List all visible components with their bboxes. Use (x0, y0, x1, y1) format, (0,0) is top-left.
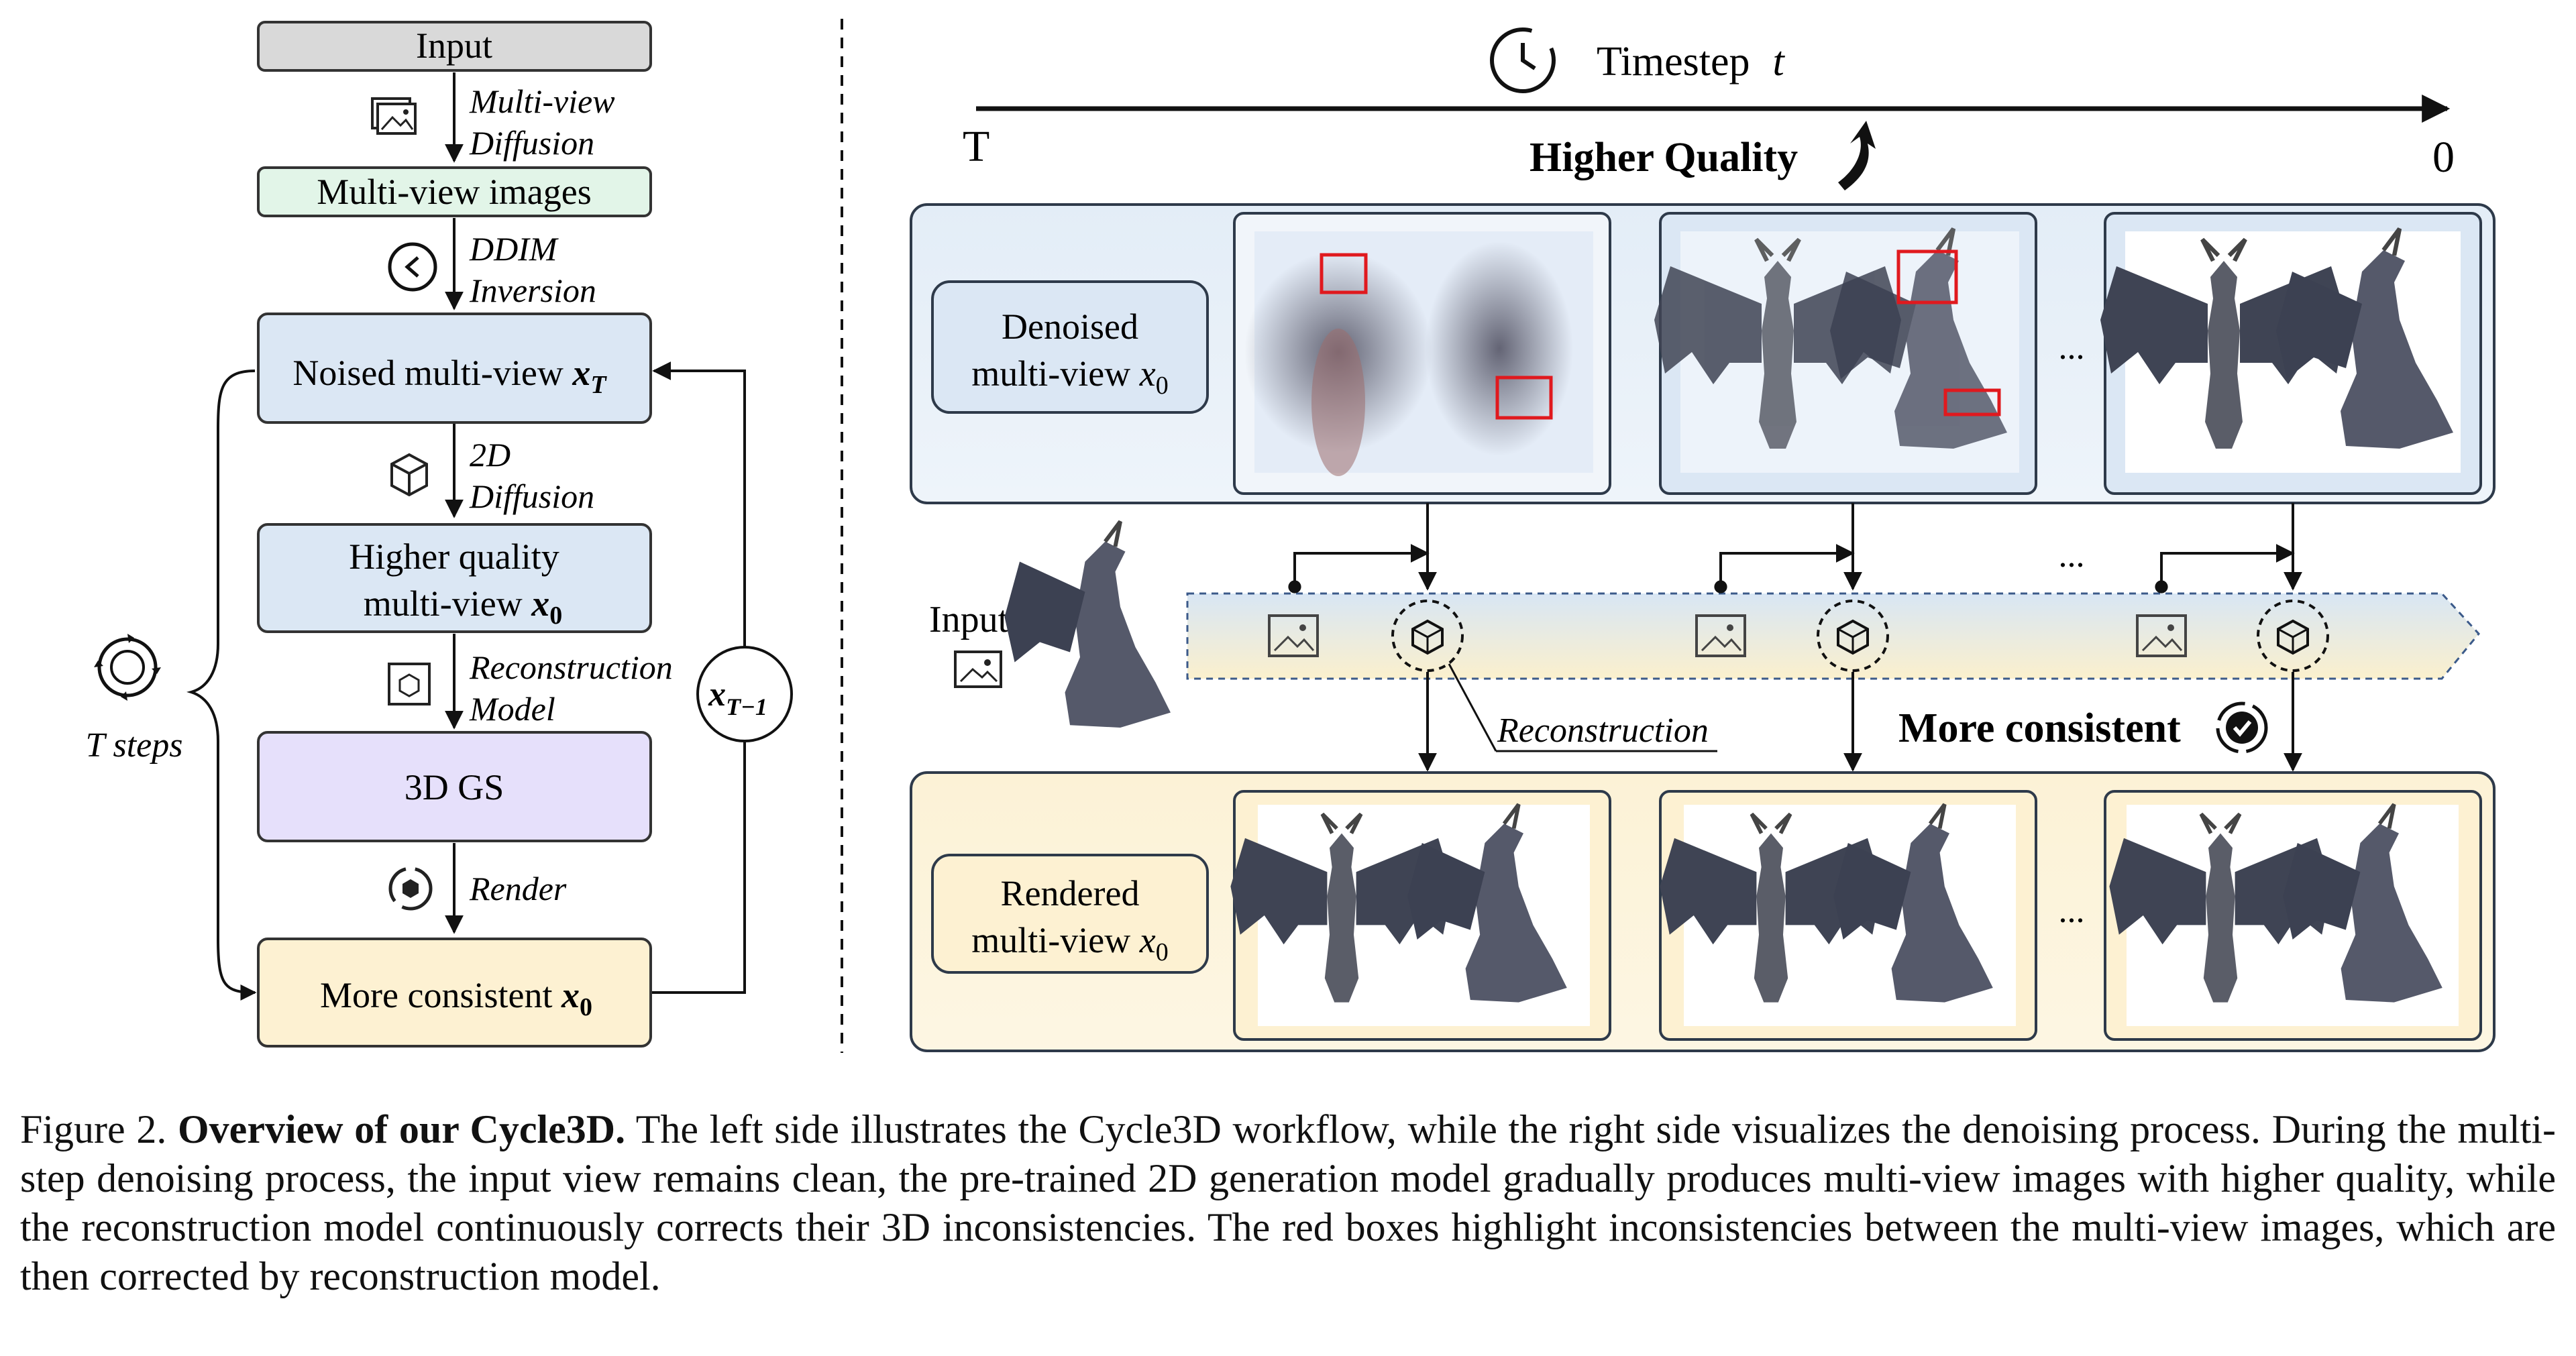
recon-model-label-1: Reconstruction (469, 648, 673, 686)
more-consistent-banner: More consistent (1898, 705, 2181, 751)
reconstruction-callout-line (1448, 663, 1497, 752)
input-label: Input (929, 599, 1009, 640)
red-highlight (1943, 388, 2001, 416)
mv-diffusion-label-1: Multi-view (469, 82, 615, 120)
higher-quality-banner: Higher Quality (1529, 135, 1798, 180)
ellipsis: ... (2059, 892, 2085, 930)
reconstruction-label: Reconstruction (1497, 712, 1709, 750)
rendered-image-3 (2104, 790, 2482, 1041)
noised-label: Noised multi-view xT (292, 353, 607, 399)
image-icon (954, 651, 1002, 688)
image-icon (1695, 614, 1746, 657)
clock-icon (1490, 27, 1556, 93)
input-box (257, 21, 652, 72)
check-badge-icon (2216, 701, 2268, 754)
up-arrow-icon (1838, 121, 1876, 190)
t-steps-label: T steps (86, 726, 183, 765)
ddim-label-1: DDIM (469, 230, 559, 268)
reconstruction-icon (1391, 600, 1464, 672)
reconstruction-icon (1817, 600, 1889, 672)
noised-box (257, 313, 652, 424)
input-dragon-image (1005, 522, 1171, 728)
ellipsis: ... (2059, 329, 2085, 367)
rendered-label-box (931, 854, 1209, 974)
rendered-image-1 (1230, 790, 1611, 1041)
timestep-end-label: 0 (2432, 133, 2455, 182)
cycle-icon (94, 634, 161, 701)
mv-images-box (257, 166, 652, 217)
reconstruction-icon (2257, 600, 2329, 672)
diffusion2d-label-1: 2D (470, 436, 511, 473)
recon-model-label-2: Model (469, 690, 555, 728)
rewind-icon (388, 242, 437, 292)
denoised-label-box (931, 280, 1209, 414)
ddim-label-2: Inversion (469, 272, 596, 309)
gs-box (257, 731, 652, 842)
image-icon (371, 97, 417, 135)
timestep-start-label: T (963, 122, 989, 171)
rendered-image-2 (1660, 790, 2037, 1041)
mv-diffusion-label-2: Diffusion (469, 124, 594, 162)
red-highlight (1320, 253, 1368, 294)
rendered-label-1: Rendered (1001, 873, 1140, 913)
render-label: Render (469, 870, 567, 907)
denoised-label-1: Denoised (1002, 306, 1138, 347)
workflow-panel: Input Multi-view Diffusion Multi-view im… (86, 21, 793, 1048)
more-consistent-box (257, 938, 652, 1048)
denoised-image-2 (1654, 212, 2037, 495)
higher-quality-label-1: Higher quality (349, 536, 559, 577)
caption-body: The left side illustrates the Cycle3D wo… (20, 1107, 2556, 1298)
denoised-image-1 (1233, 212, 1611, 495)
red-highlight (1495, 376, 1553, 420)
cube-icon (390, 453, 428, 497)
image-icon (2136, 614, 2187, 657)
caption-title: Overview of our Cycle3D. (178, 1107, 626, 1151)
mv-images-label: Multi-view images (317, 172, 591, 212)
denoised-image-3 (2100, 212, 2482, 495)
more-consistent-label: More consistent x0 (320, 975, 592, 1021)
loop-variable-label: xT−1 (708, 675, 767, 720)
higher-quality-box (257, 523, 652, 633)
diffusion2d-label-2: Diffusion (469, 477, 594, 515)
gs-label: 3D GS (405, 767, 504, 807)
red-highlight (1896, 249, 1958, 304)
input-label: Input (416, 25, 492, 66)
t-steps-bracket (186, 370, 257, 1001)
caption-prefix: Figure 2. (20, 1107, 167, 1151)
reconstruction-icon (388, 663, 431, 705)
ellipsis: ... (2059, 536, 2085, 575)
denoised-label-2: multi-view x0 (971, 353, 1168, 400)
render-icon (388, 866, 433, 911)
loop-variable-circle (696, 646, 793, 742)
rendered-label-2: multi-view x0 (971, 920, 1168, 966)
image-icon (1268, 614, 1319, 657)
higher-quality-label-2: multi-view x0 (364, 583, 562, 630)
method-overview-figure: Input Multi-view Diffusion Multi-view im… (86, 19, 2496, 1053)
figure-caption: Figure 2. Overview of our Cycle3D. The l… (20, 1105, 2556, 1301)
